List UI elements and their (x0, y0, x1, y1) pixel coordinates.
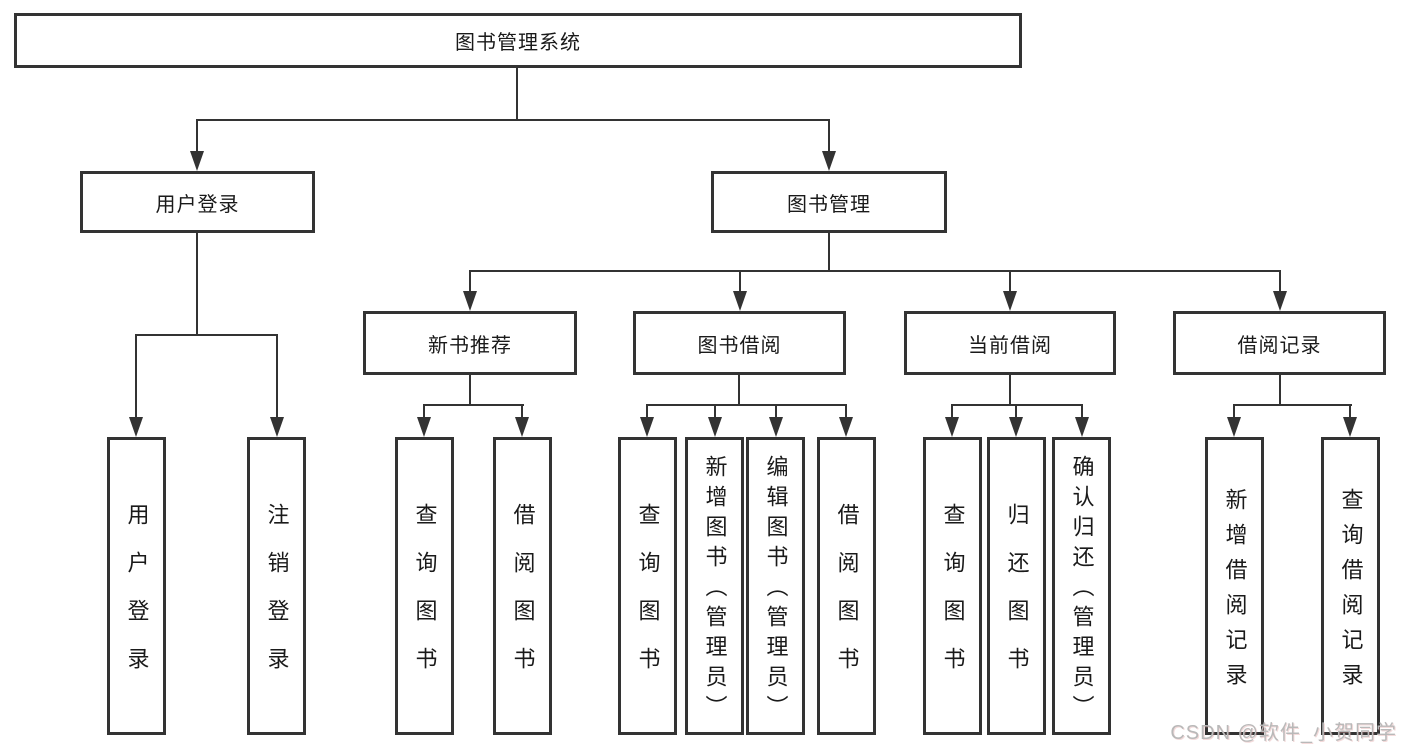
node-new-book-recommendation: 新书推荐 (363, 311, 577, 375)
connector-line (951, 404, 1083, 406)
node-label: 图书借阅 (697, 334, 782, 357)
leaf-user-login: 用户登录 (107, 437, 166, 735)
connector-arrow (515, 405, 529, 437)
connector-line (423, 404, 524, 406)
connector-line (738, 375, 740, 406)
connector-arrow (190, 120, 204, 171)
node-label: 归还图书 (1004, 503, 1030, 695)
connector-line (1009, 375, 1011, 406)
connector-line (1279, 375, 1281, 406)
csdn-watermark: CSDN @软件_小贺同学 (1170, 722, 1397, 744)
node-label: 新增借阅记录 (1222, 487, 1248, 698)
node-label: 图书管理 (787, 193, 871, 216)
connector-arrow (839, 405, 853, 437)
node-label: 新书推荐 (428, 334, 512, 357)
leaf-query-borrow-record: 查询借阅记录 (1321, 437, 1380, 735)
connector-line (469, 270, 1281, 272)
connector-line (469, 375, 471, 406)
node-label: 注销登录 (264, 503, 290, 695)
node-label: 借阅图书 (834, 503, 860, 695)
connector-arrow (708, 405, 722, 437)
connector-arrow (822, 120, 836, 171)
connector-line (135, 334, 278, 336)
connector-arrow (1003, 271, 1017, 311)
node-book-management: 图书管理 (711, 171, 947, 233)
node-label: 新增图书（管理员） (702, 455, 728, 725)
node-label: 查询图书 (940, 503, 966, 695)
leaf-edit-books-admin: 编辑图书（管理员） (746, 437, 805, 735)
connector-arrow (463, 271, 477, 311)
connector-arrow (1009, 405, 1023, 437)
node-label: 查询图书 (412, 503, 438, 695)
leaf-borrow-books-recommend: 借阅图书 (493, 437, 552, 735)
leaf-query-books-recommend: 查询图书 (395, 437, 454, 735)
node-book-borrowing: 图书借阅 (633, 311, 846, 375)
node-label: 用户登录 (124, 503, 150, 695)
leaf-add-books-admin: 新增图书（管理员） (685, 437, 744, 735)
connector-line (516, 68, 518, 120)
leaf-logout: 注销登录 (247, 437, 306, 735)
node-label: 编辑图书（管理员） (763, 455, 789, 725)
node-label: 借阅记录 (1237, 334, 1322, 357)
connector-arrow (945, 405, 959, 437)
node-label: 确认归还（管理员） (1069, 455, 1095, 725)
leaf-query-books-current: 查询图书 (923, 437, 982, 735)
connector-arrow (1273, 271, 1287, 311)
node-label: 用户登录 (155, 193, 240, 216)
leaf-confirm-return-admin: 确认归还（管理员） (1052, 437, 1111, 735)
connector-arrow (733, 271, 747, 311)
node-label: 图书管理系统 (455, 32, 581, 54)
connector-arrow (129, 335, 143, 437)
node-label: 查询图书 (635, 503, 661, 695)
node-user-login: 用户登录 (80, 171, 315, 233)
connector-arrow (769, 405, 783, 437)
connector-line (1233, 404, 1352, 406)
connector-arrow (1343, 405, 1357, 437)
connector-arrow (1227, 405, 1241, 437)
connector-arrow (640, 405, 654, 437)
node-current-borrowing: 当前借阅 (904, 311, 1116, 375)
node-label: 借阅图书 (510, 503, 536, 695)
leaf-return-books: 归还图书 (987, 437, 1046, 735)
connector-line (828, 233, 830, 272)
connector-arrow (270, 335, 284, 437)
leaf-borrow-books: 借阅图书 (817, 437, 876, 735)
leaf-add-borrow-record: 新增借阅记录 (1205, 437, 1264, 735)
leaf-query-books-borrowing: 查询图书 (618, 437, 677, 735)
node-root: 图书管理系统 (14, 13, 1022, 68)
node-label: 查询借阅记录 (1338, 487, 1364, 698)
connector-arrow (1075, 405, 1089, 437)
connector-line (646, 404, 847, 406)
node-borrowing-records: 借阅记录 (1173, 311, 1386, 375)
connector-line (196, 233, 198, 336)
connector-line (196, 119, 830, 121)
node-label: 当前借阅 (968, 334, 1052, 357)
connector-arrow (417, 405, 431, 437)
